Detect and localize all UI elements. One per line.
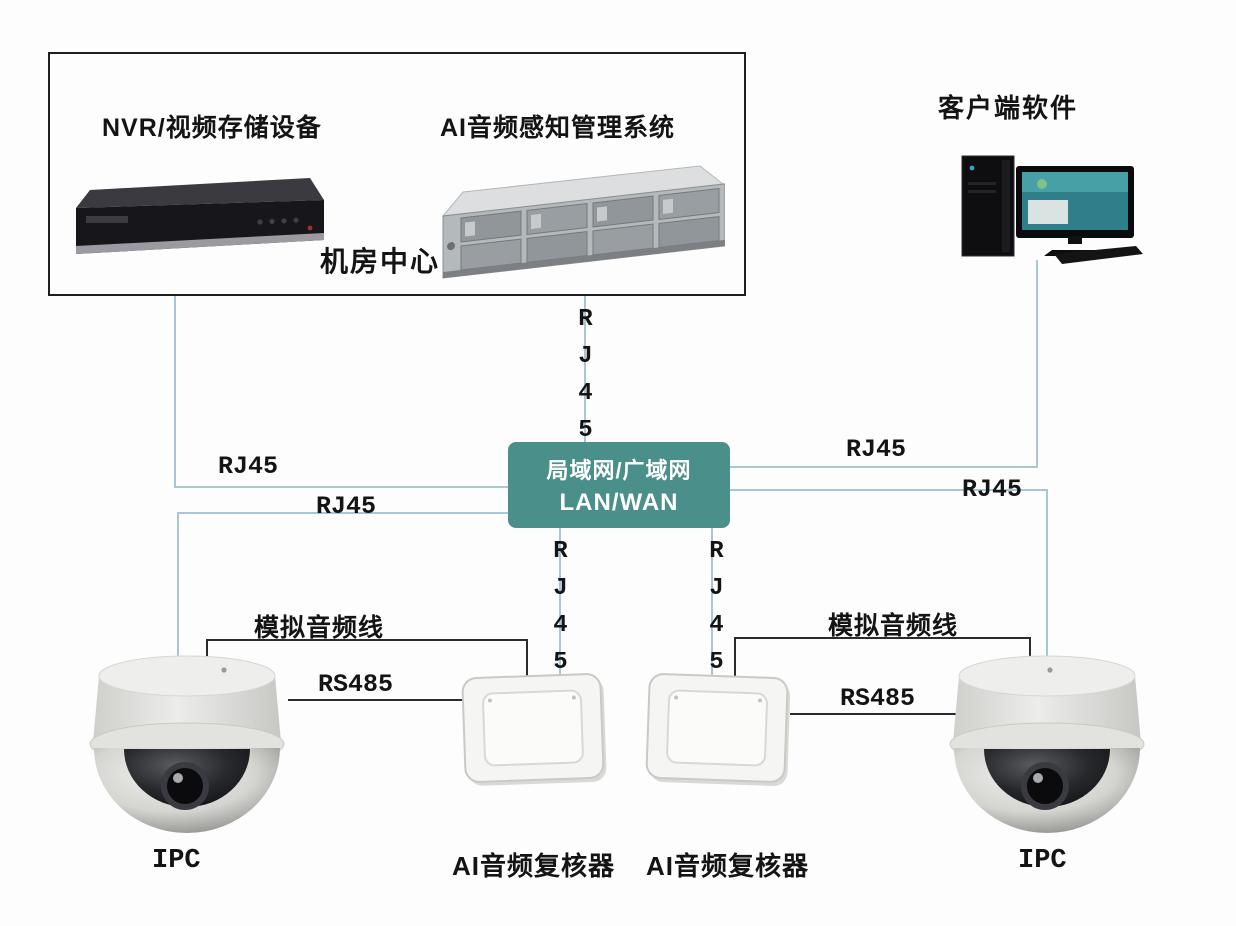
ai-checker-left-image (461, 673, 607, 786)
line-lan-to-right-ipc (730, 489, 1048, 656)
ai-checker-label-left: AI音频复核器 (452, 851, 616, 881)
ai-system-label: AI音频感知管理系统 (440, 114, 676, 142)
line-lan-to-left-ipc (177, 512, 508, 656)
ipc-camera-left-image (89, 655, 285, 833)
line-client-to-lan (730, 260, 1038, 468)
rj45-label-vertical-center: RJ45 (572, 306, 599, 454)
ai-checker-label-right: AI音频复核器 (646, 851, 810, 881)
ai-checker-right-image (645, 673, 791, 786)
nvr-label: NVR/视频存储设备 (102, 114, 322, 142)
line-analog-audio-right (734, 637, 1031, 678)
analog-audio-label-right: 模拟音频线 (828, 612, 959, 640)
client-pc-image (961, 155, 1143, 264)
rs485-label-left: RS485 (318, 670, 394, 699)
rj45-label-right-bottom: RJ45 (962, 475, 1023, 504)
line-analog-audio-left (206, 639, 528, 678)
machine-room-label: 机房中心 (320, 246, 441, 277)
nvr-device-image (76, 178, 324, 254)
rj45-label-right-top: RJ45 (846, 435, 907, 464)
ipc-label-left: IPC (152, 846, 201, 876)
rj45-label-left-top: RJ45 (218, 452, 279, 481)
ipc-camera-right-image (949, 655, 1145, 833)
line-nvr-to-lan (174, 296, 508, 488)
ai-server-device-image (441, 165, 725, 279)
lan-wan-label-en: LAN/WAN (559, 489, 679, 516)
ipc-label-right: IPC (1018, 846, 1067, 876)
analog-audio-label-left: 模拟音频线 (254, 614, 385, 642)
rs485-label-right: RS485 (840, 684, 916, 713)
lan-wan-node: 局域网/广域网 LAN/WAN (508, 442, 730, 528)
rj45-label-left-bottom: RJ45 (316, 492, 377, 521)
rj45-label-vertical-left: RJ45 (547, 538, 574, 686)
lan-wan-label-cn: 局域网/广域网 (546, 458, 692, 483)
rj45-label-vertical-right: RJ45 (703, 538, 730, 686)
client-software-label: 客户端软件 (938, 93, 1079, 123)
